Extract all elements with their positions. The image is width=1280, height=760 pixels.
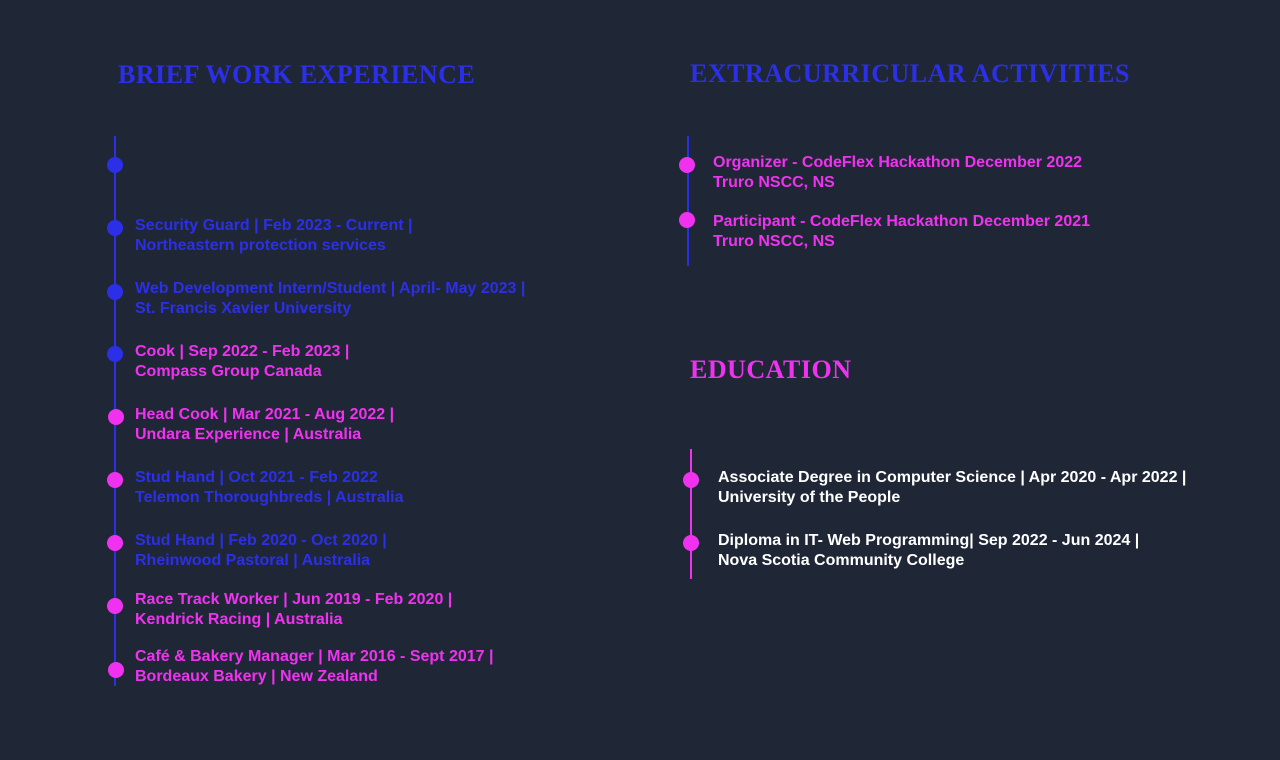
work-entry-title: Security Guard | Feb 2023 - Current |	[135, 217, 413, 234]
work-entry: Web Development Intern/Student | April- …	[135, 279, 525, 319]
timeline-dot	[683, 472, 699, 488]
work-entry-title: Stud Hand | Oct 2021 - Feb 2022	[135, 469, 378, 486]
education-school: University of the People	[718, 489, 901, 506]
timeline-dot	[107, 472, 123, 488]
work-entry-title: Café & Bakery Manager | Mar 2016 - Sept …	[135, 648, 494, 665]
education-timeline-line	[690, 449, 692, 579]
work-entry: Stud Hand | Feb 2020 - Oct 2020 | Rheinw…	[135, 531, 387, 571]
work-entry-title: Stud Hand | Feb 2020 - Oct 2020 |	[135, 532, 387, 549]
activity-location: Truro NSCC, NS	[713, 233, 835, 250]
work-entry-employer: Northeastern protection services	[135, 237, 386, 254]
education-heading: EDUCATION	[690, 355, 852, 384]
work-entry-title: Head Cook | Mar 2021 - Aug 2022 |	[135, 406, 395, 423]
timeline-dot	[107, 346, 123, 362]
work-entry: Cook | Sep 2022 - Feb 2023 | Compass Gro…	[135, 342, 349, 382]
timeline-dot	[107, 535, 123, 551]
education-entry: Diploma in IT- Web Programming| Sep 2022…	[718, 531, 1139, 571]
work-entry: Stud Hand | Oct 2021 - Feb 2022 Telemon …	[135, 468, 404, 508]
activity-title: Organizer - CodeFlex Hackathon December …	[713, 154, 1083, 171]
timeline-dot	[107, 284, 123, 300]
education-entry: Associate Degree in Computer Science | A…	[718, 468, 1186, 508]
timeline-dot	[107, 598, 123, 614]
extracurricular-heading: EXTRACURRICULAR ACTIVITIES	[690, 59, 1130, 88]
work-entry: Café & Bakery Manager | Mar 2016 - Sept …	[135, 647, 493, 687]
extracurricular-timeline-line	[687, 136, 689, 266]
timeline-dot	[108, 662, 124, 678]
work-entry-employer: Bordeaux Bakery | New Zealand	[135, 668, 378, 685]
activity-entry: Organizer - CodeFlex Hackathon December …	[713, 153, 1082, 193]
work-entry-employer: St. Francis Xavier University	[135, 300, 352, 317]
timeline-dot	[107, 220, 123, 236]
activity-title: Participant - CodeFlex Hackathon Decembe…	[713, 213, 1091, 230]
education-school: Nova Scotia Community College	[718, 552, 965, 569]
work-entry-employer: Telemon Thoroughbreds | Australia	[135, 489, 404, 506]
work-entry-title: Web Development Intern/Student | April- …	[135, 280, 526, 297]
work-entry: Security Guard | Feb 2023 - Current | No…	[135, 216, 412, 256]
activity-entry: Participant - CodeFlex Hackathon Decembe…	[713, 212, 1090, 252]
work-entry: Head Cook | Mar 2021 - Aug 2022 | Undara…	[135, 405, 394, 445]
work-entry-employer: Compass Group Canada	[135, 363, 322, 380]
work-entry-employer: Rheinwood Pastoral | Australia	[135, 552, 371, 569]
timeline-dot	[679, 157, 695, 173]
timeline-dot	[107, 157, 123, 173]
work-entry-employer: Undara Experience | Australia	[135, 426, 362, 443]
work-entry-employer: Kendrick Racing | Australia	[135, 611, 343, 628]
work-experience-heading: BRIEF WORK EXPERIENCE	[118, 60, 476, 89]
work-entry: Race Track Worker | Jun 2019 - Feb 2020 …	[135, 590, 452, 630]
activity-location: Truro NSCC, NS	[713, 174, 835, 191]
work-entry-title: Race Track Worker | Jun 2019 - Feb 2020 …	[135, 591, 453, 608]
timeline-dot	[679, 212, 695, 228]
timeline-dot	[683, 535, 699, 551]
education-degree: Associate Degree in Computer Science | A…	[718, 469, 1187, 486]
education-degree: Diploma in IT- Web Programming| Sep 2022…	[718, 532, 1140, 549]
work-entry-title: Cook | Sep 2022 - Feb 2023 |	[135, 343, 350, 360]
timeline-dot	[108, 409, 124, 425]
